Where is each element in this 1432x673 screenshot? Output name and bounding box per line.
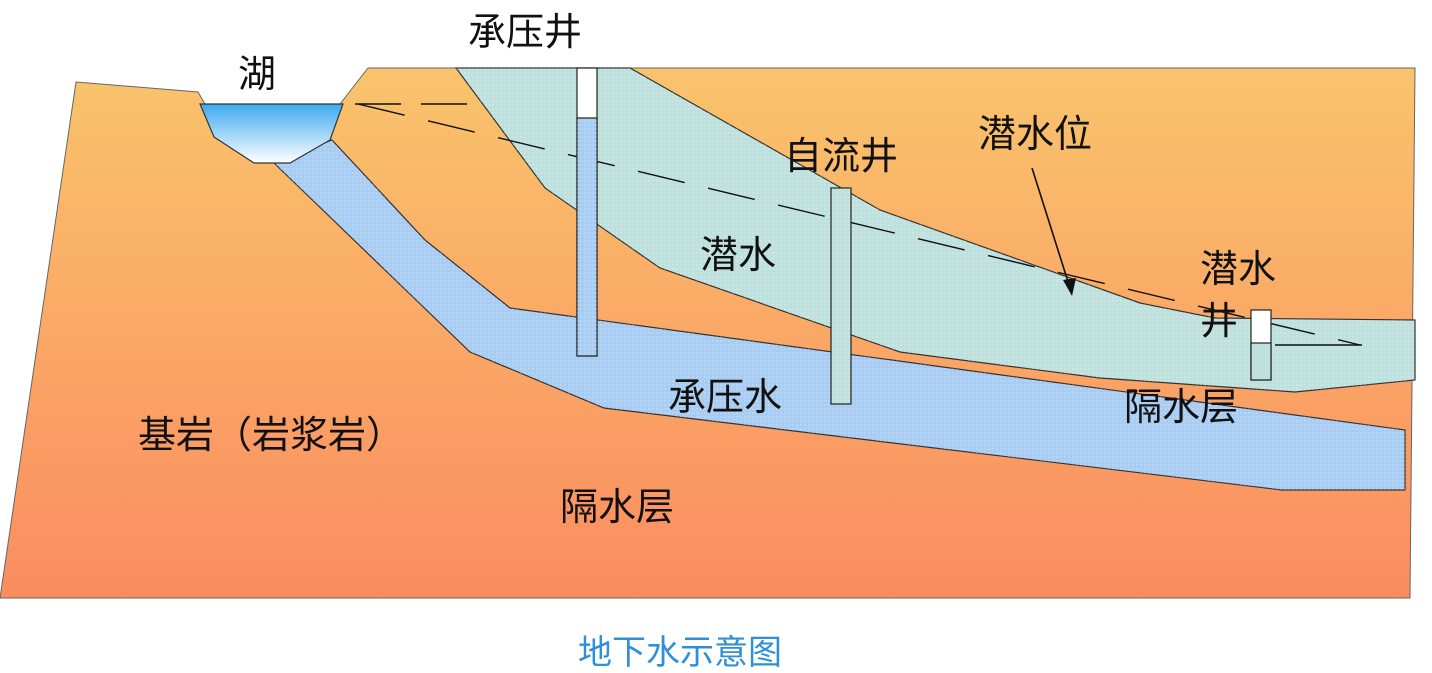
phreatic-well [1250,309,1362,381]
confined-aquifer [272,139,1406,491]
label-confined-water: 承压水 [668,375,782,419]
confined-well [576,67,598,357]
label-aquiclude-upper: 隔水层 [1124,385,1238,429]
water-table-line [357,103,1361,346]
label-water-table: 潜水位 [978,112,1092,156]
label-lake: 湖 [238,52,276,96]
label-phreatic-well: 潜水 井 [1200,247,1288,343]
label-bedrock: 基岩（岩浆岩） [138,413,404,457]
label-artesian-well: 自流井 [784,134,898,178]
lake [199,103,344,164]
label-aquiclude-lower: 隔水层 [560,485,674,529]
label-phreatic-water: 潜水 [700,233,776,277]
diagram-caption: 地下水示意图 [578,633,782,673]
artesian-well [830,187,852,405]
water-table-arrow [1031,167,1076,296]
phreatic-aquifer [454,67,1416,393]
label-confined-well: 承压井 [468,10,582,54]
